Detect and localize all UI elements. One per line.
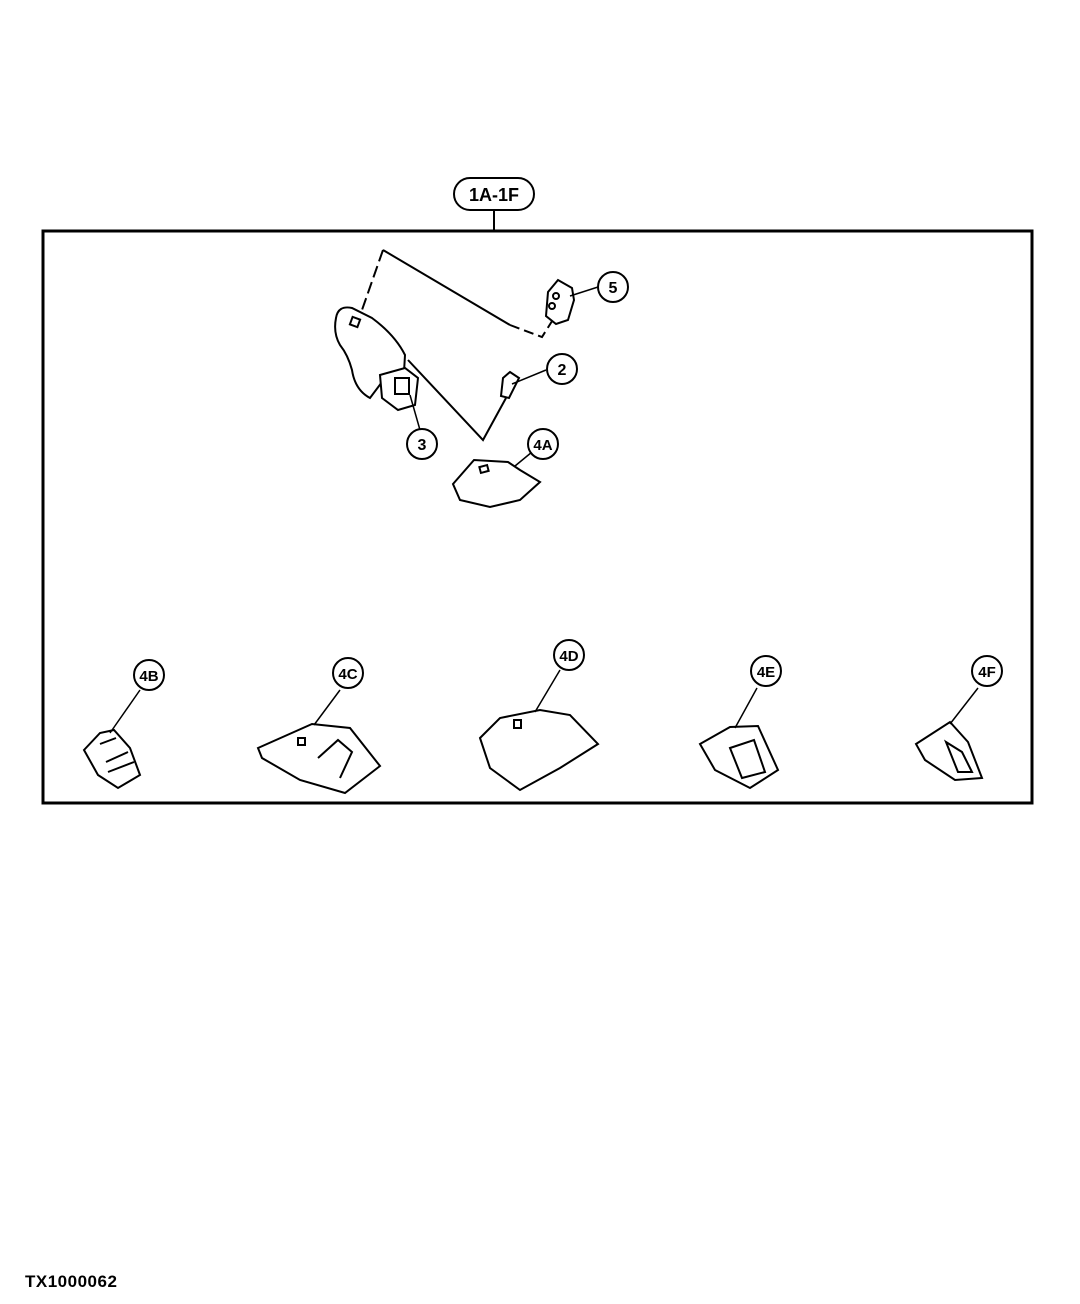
callout-4c: 4C bbox=[332, 657, 364, 689]
tooth-4c bbox=[256, 722, 382, 795]
callout-5: 5 bbox=[597, 271, 629, 303]
tooth-4b bbox=[82, 728, 142, 790]
callout-4a: 4A bbox=[527, 428, 559, 460]
callout-3-label: 3 bbox=[418, 437, 427, 454]
callout-4b: 4B bbox=[133, 659, 165, 691]
shank-part bbox=[334, 306, 420, 412]
callout-2-label: 2 bbox=[558, 362, 567, 379]
callout-4f: 4F bbox=[971, 655, 1003, 687]
tooth-4e bbox=[698, 724, 780, 790]
figure-id: TX1000062 bbox=[25, 1272, 118, 1291]
assembly-callout-label: 1A-1F bbox=[469, 185, 519, 205]
tooth-4f bbox=[914, 720, 984, 782]
callout-4e-label: 4E bbox=[757, 664, 775, 681]
callout-leaders bbox=[109, 286, 979, 734]
callout-4a-label: 4A bbox=[533, 437, 552, 454]
callout-3: 3 bbox=[406, 428, 438, 460]
callout-4b-label: 4B bbox=[139, 668, 158, 685]
assembly-callout: 1A-1F bbox=[453, 177, 535, 231]
pin-part-2 bbox=[499, 370, 521, 400]
callout-4e: 4E bbox=[750, 655, 782, 687]
clip-part-5 bbox=[544, 278, 576, 326]
tooth-4d bbox=[478, 708, 600, 792]
callout-5-label: 5 bbox=[609, 280, 618, 297]
explode-lines bbox=[361, 249, 555, 442]
callout-4c-label: 4C bbox=[338, 666, 357, 683]
callout-2: 2 bbox=[546, 353, 578, 385]
callout-4d-label: 4D bbox=[559, 648, 578, 665]
tooth-4a bbox=[451, 458, 542, 509]
assembly-frame bbox=[41, 229, 1034, 805]
callout-4f-label: 4F bbox=[978, 664, 996, 681]
callout-4d: 4D bbox=[553, 639, 585, 671]
